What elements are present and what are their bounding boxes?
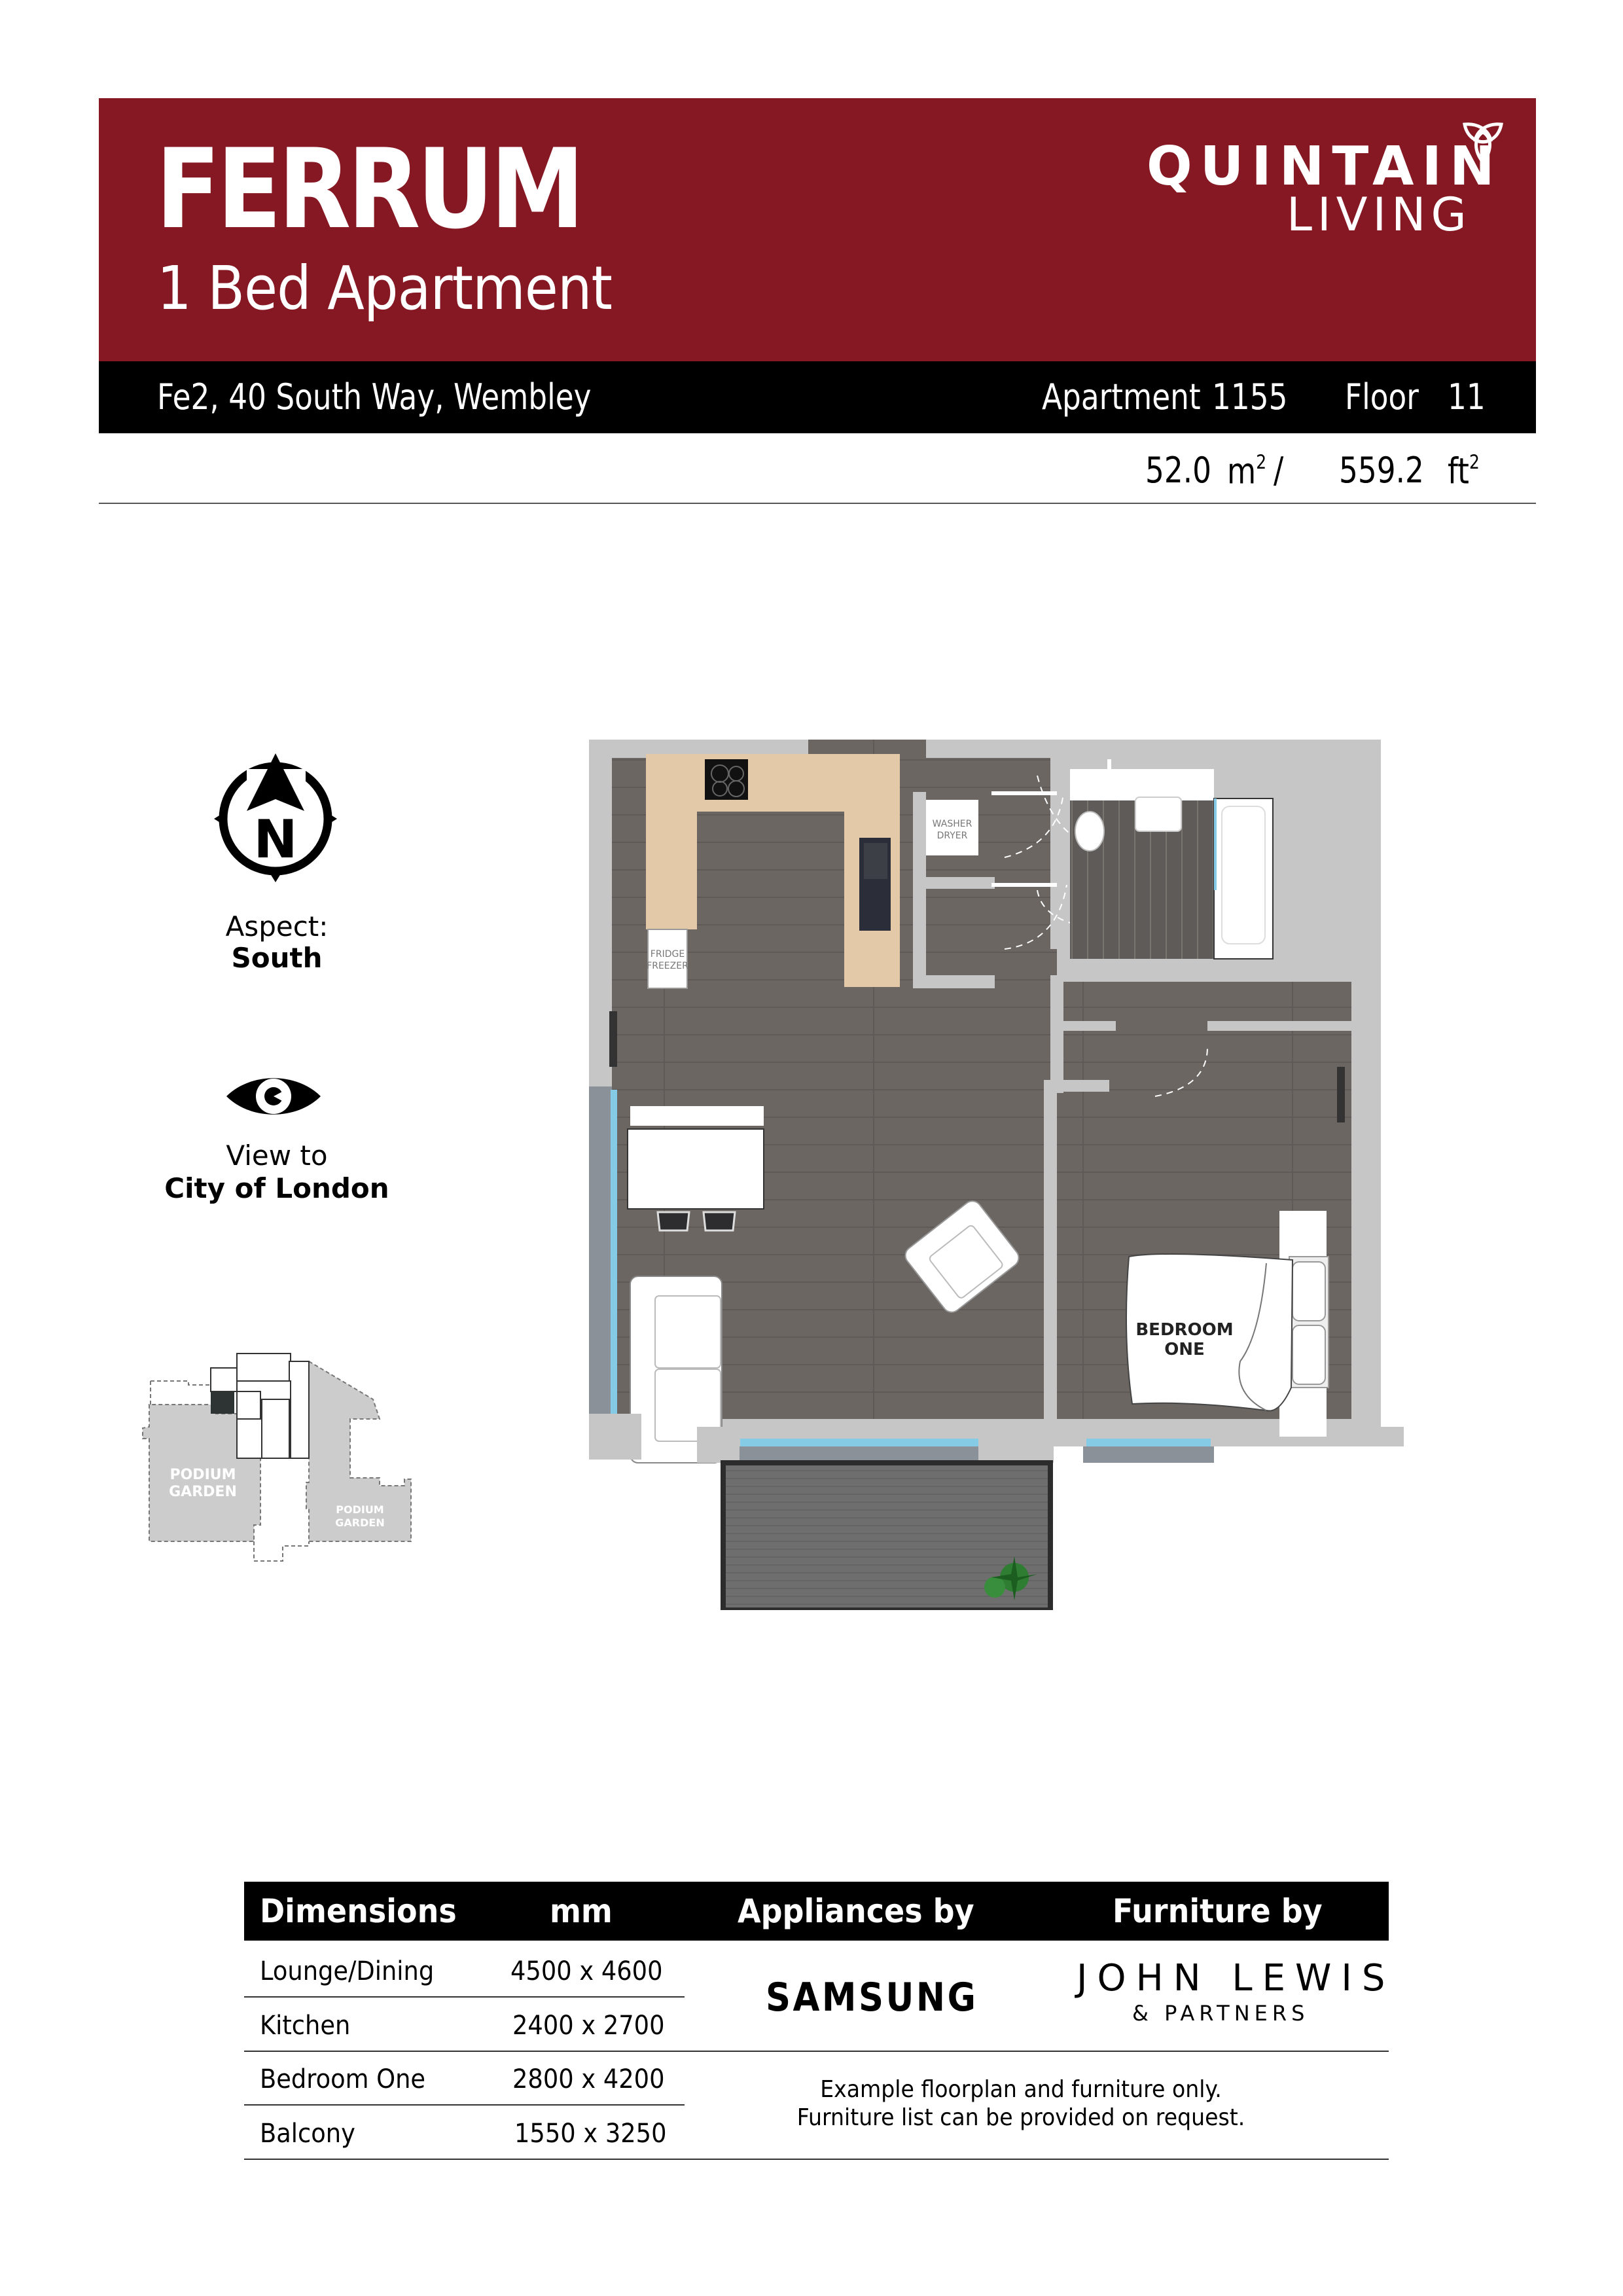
compass-north-icon: N — [214, 753, 337, 882]
svg-text:FREEZER: FREEZER — [647, 961, 688, 971]
bathroom — [1070, 769, 1274, 960]
disclaimer-line2: Furniture list can be provided on reques… — [796, 2104, 1245, 2131]
info-bar — [99, 361, 1536, 433]
svg-text:PODIUM: PODIUM — [336, 1503, 383, 1516]
table-row-size: 1550 x 3250 — [514, 2119, 667, 2149]
header-banner — [99, 98, 1536, 361]
armchair — [904, 1200, 1020, 1313]
divider — [99, 503, 1536, 504]
washbasin-icon — [1135, 797, 1182, 832]
kitchen-counter — [646, 754, 900, 987]
row-divider — [244, 2104, 685, 2106]
table-row-room: Lounge/Dining — [260, 1956, 435, 1986]
windows — [589, 1086, 1214, 1463]
svg-text:ONE: ONE — [1164, 1340, 1205, 1359]
washer-dryer: WASHER DRYER — [926, 800, 978, 855]
svg-text:WASHER: WASHER — [933, 819, 972, 829]
apartment-label: Apartment — [1042, 376, 1201, 418]
table-row-size: 2800 x 4200 — [512, 2064, 665, 2094]
trinity-knot-logo-icon — [1463, 122, 1503, 166]
eye-view-icon — [226, 1078, 321, 1115]
floor-number: 11 — [1448, 376, 1486, 418]
row-divider — [244, 1996, 685, 1998]
sofa — [630, 1276, 722, 1463]
disclaimer-line1: Example floorplan and furniture only. — [820, 2076, 1222, 2103]
view-value: City of London — [164, 1172, 389, 1204]
col-header-mm: mm — [550, 1892, 613, 1930]
table-row-room: Bedroom One — [260, 2064, 426, 2094]
john-lewis-logo: JOHN LEWIS — [1077, 1957, 1395, 2000]
fridge-freezer: FRIDGE FREEZER — [647, 929, 688, 989]
brand-logo-text-quintain: QUINTAIN — [1147, 135, 1503, 198]
row-divider — [244, 2159, 1389, 2160]
area-separator: / — [1274, 450, 1284, 491]
view-label: View to — [226, 1139, 328, 1172]
aspect-label: Aspect: — [225, 910, 329, 942]
col-header-appliances: Appliances by — [738, 1892, 974, 1930]
plant-icon — [984, 1556, 1037, 1600]
table-header — [244, 1882, 1389, 1941]
svg-text:BEDROOM: BEDROOM — [1135, 1320, 1233, 1340]
area-sqft-value: 559.2 — [1339, 450, 1424, 491]
svg-text:GARDEN: GARDEN — [169, 1484, 237, 1500]
brand-logo-text-living: LIVING — [1287, 188, 1472, 242]
aspect-value: South — [231, 942, 323, 974]
table-row-room: Kitchen — [260, 2011, 351, 2041]
table-row-size: 4500 x 4600 — [510, 1956, 663, 1986]
area-sqft-unit: ft2 — [1448, 450, 1480, 492]
address: Fe2, 40 South Way, Wembley — [157, 376, 592, 418]
balcony — [721, 1460, 1053, 1610]
apartment-floorplan: FRIDGE FREEZER WASHER DRYER — [589, 740, 1404, 1610]
svg-text:PODIUM: PODIUM — [169, 1467, 236, 1483]
area-sqm-unit: m2 — [1227, 450, 1267, 492]
john-lewis-logo-subline: & PARTNERS — [1132, 2001, 1310, 2026]
samsung-logo: SAMSUNG — [766, 1975, 978, 2020]
dining-table — [627, 1106, 764, 1232]
radiator-icon — [609, 1011, 617, 1067]
floor-label: Floor — [1345, 376, 1419, 418]
toilet-icon — [1075, 811, 1105, 852]
col-header-furniture: Furniture by — [1113, 1892, 1323, 1930]
svg-text:N: N — [254, 809, 298, 870]
col-header-dimensions: Dimensions — [260, 1892, 457, 1930]
area-sqm-value: 52.0 — [1145, 450, 1211, 491]
svg-text:FRIDGE: FRIDGE — [651, 949, 685, 960]
site-location-plan: PODIUM GARDEN PODIUM GARDEN — [142, 1353, 412, 1562]
apartment-number: 1155 — [1212, 376, 1288, 418]
svg-text:GARDEN: GARDEN — [335, 1516, 384, 1529]
apartment-type: 1 Bed Apartment — [157, 253, 613, 323]
bath-icon — [1221, 806, 1266, 944]
svg-text:DRYER: DRYER — [937, 831, 968, 841]
radiator-icon — [1337, 1067, 1345, 1122]
table-row-room: Balcony — [260, 2119, 355, 2149]
row-divider — [244, 2051, 1389, 2052]
table-row-size: 2400 x 2700 — [512, 2011, 665, 2041]
development-title: FERRUM — [156, 125, 584, 253]
double-bed: BEDROOM ONE — [1126, 1211, 1329, 1437]
